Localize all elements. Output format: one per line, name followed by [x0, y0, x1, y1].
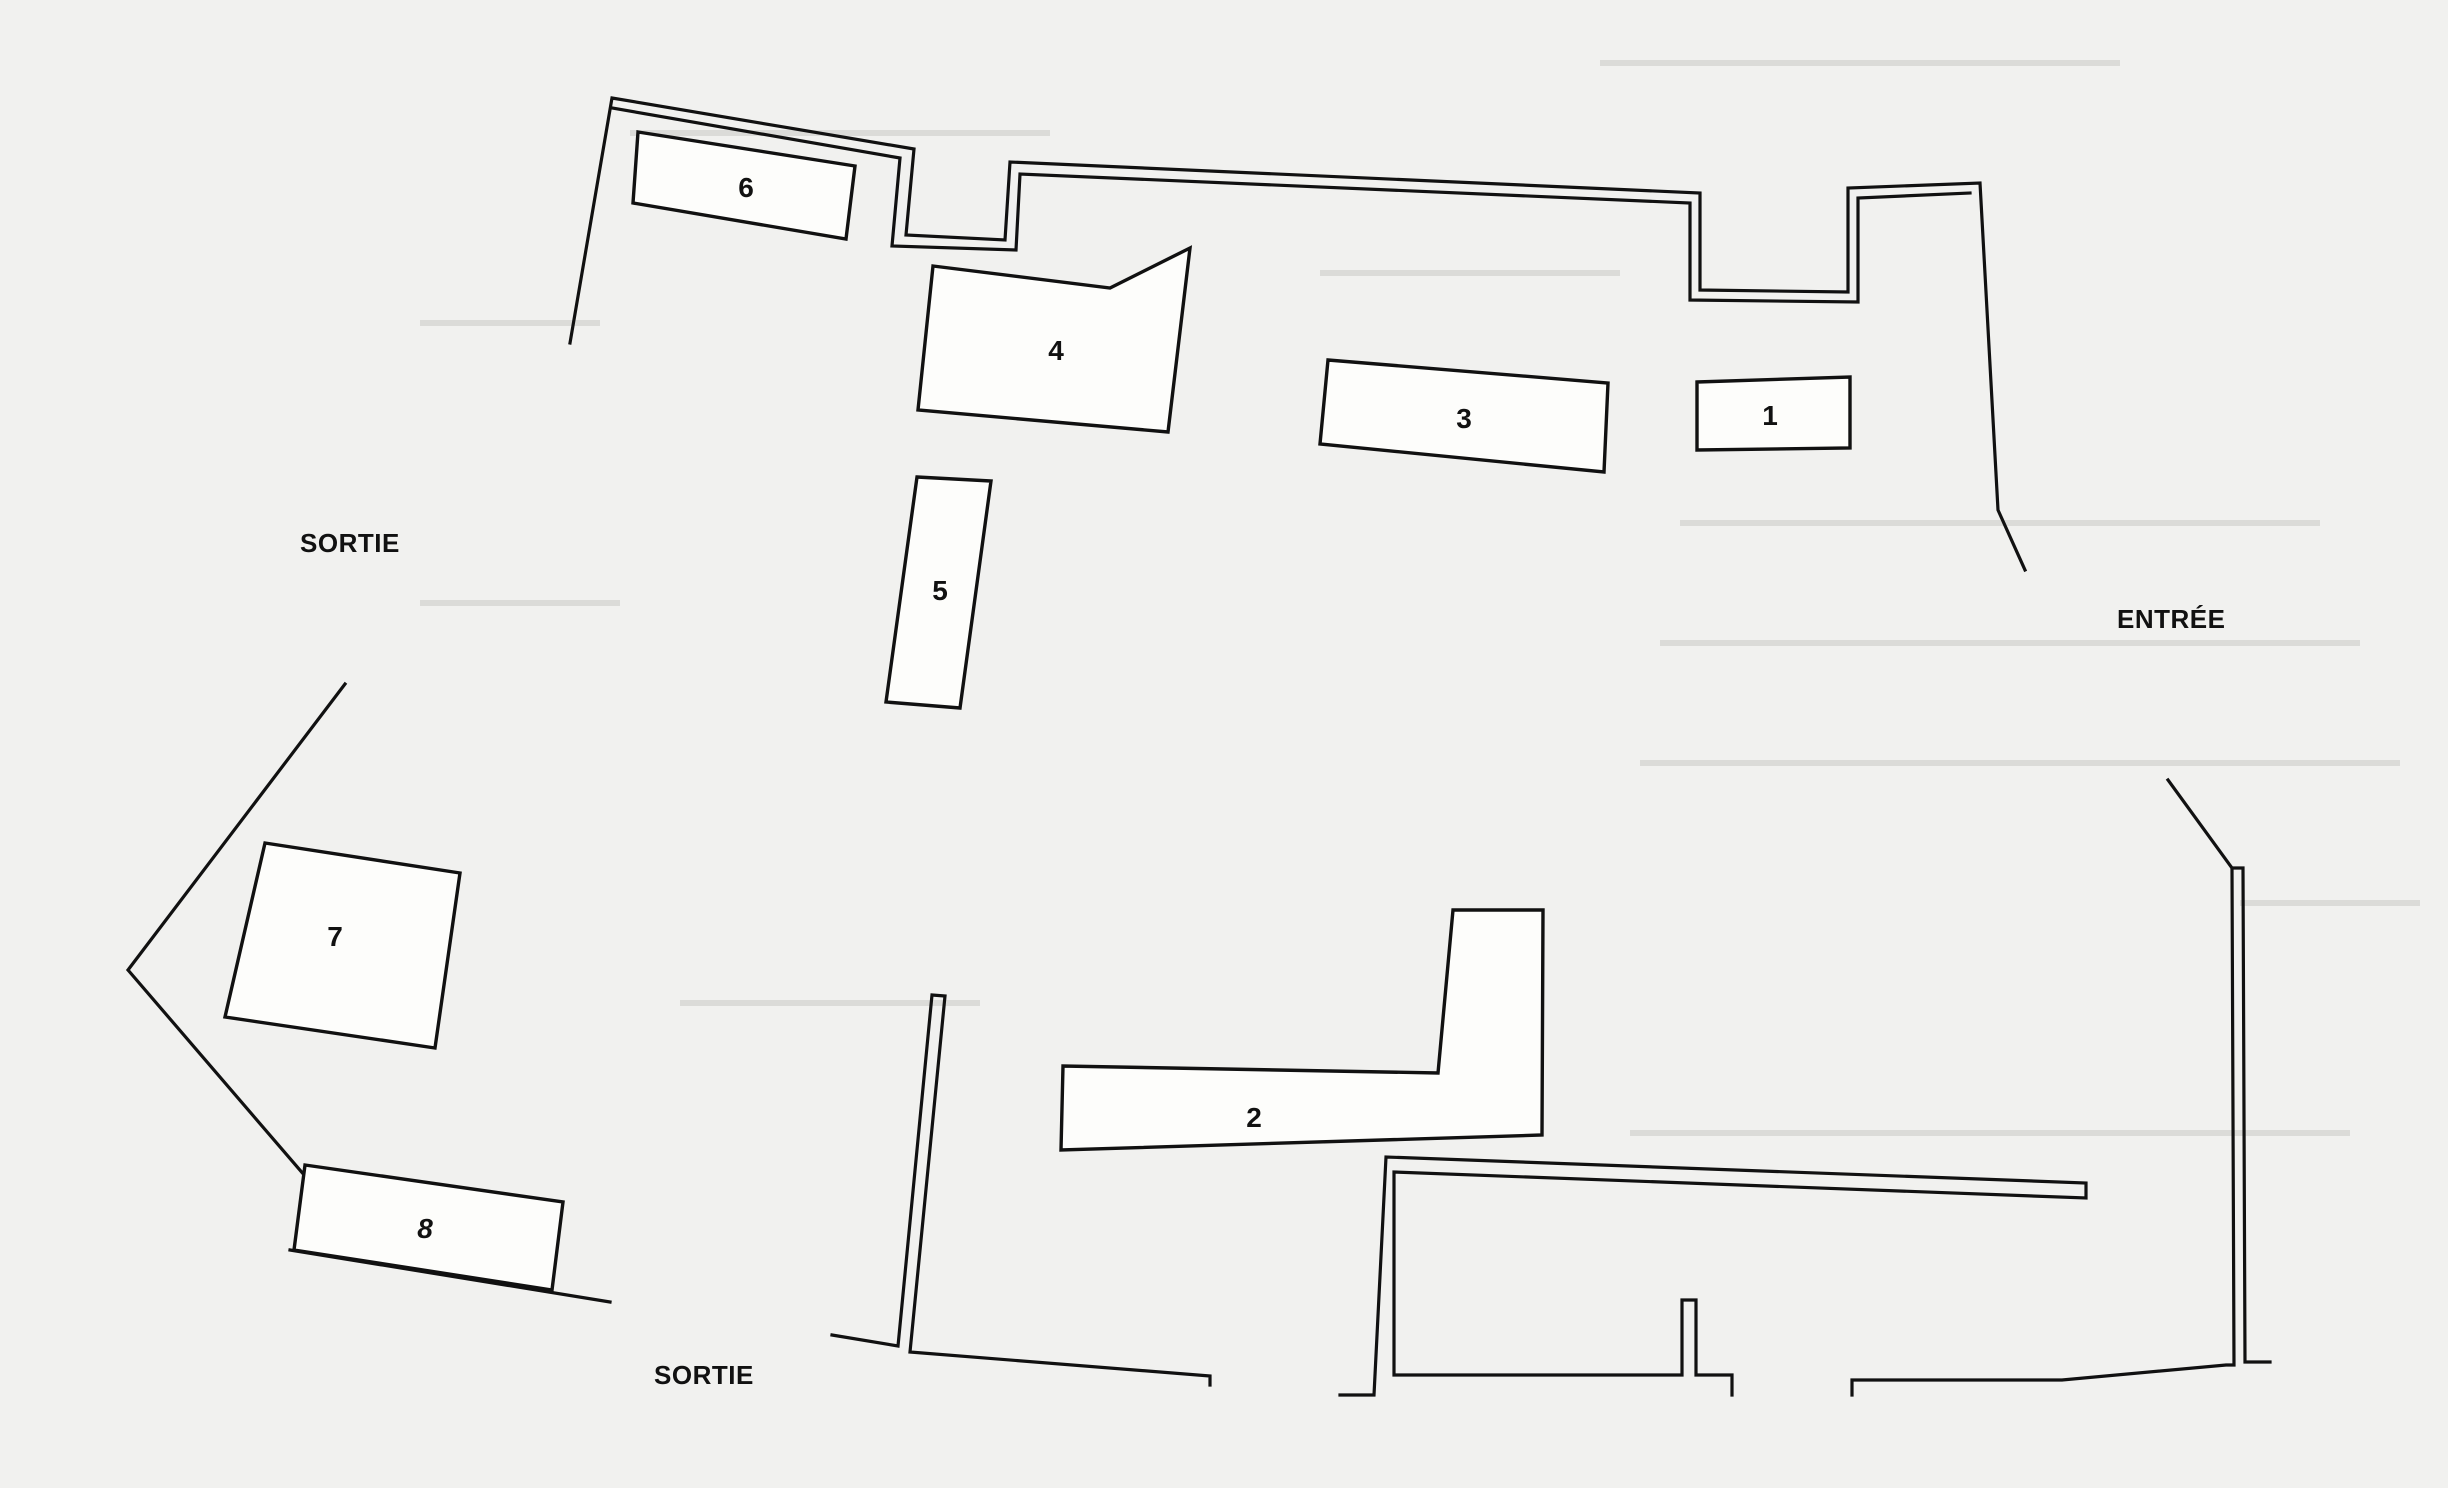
stand-number: 2 [1246, 1102, 1262, 1133]
stand-2[interactable]: 2 [1059, 908, 1545, 1152]
stand-number: 4 [1048, 335, 1064, 366]
stand-8[interactable]: 8 [292, 1163, 565, 1292]
walls [125, 96, 2272, 1397]
top-wall-outer [568, 96, 2028, 573]
stand-3[interactable]: 3 [1318, 358, 1610, 474]
entrance-label: ENTRÉE [2117, 604, 2225, 634]
top-wall-inner [610, 106, 1972, 304]
stand-number: 5 [932, 575, 948, 606]
stand-number: 3 [1456, 403, 1472, 434]
stand-1[interactable]: 1 [1695, 375, 1852, 452]
exit-label-left: SORTIE [300, 528, 400, 558]
stand-4[interactable]: 4 [916, 245, 1193, 434]
exit-label-bottom: SORTIE [654, 1360, 754, 1390]
stand-number: 8 [417, 1213, 433, 1244]
center-partition [830, 993, 1212, 1387]
right-wall-slant [2165, 777, 2235, 871]
stand-number: 6 [738, 172, 754, 203]
stand-5[interactable]: 5 [884, 475, 993, 710]
left-wall [125, 681, 348, 1179]
stand-7[interactable]: 7 [222, 841, 462, 1050]
stand-number: 1 [1762, 400, 1778, 431]
background-texture [420, 60, 2420, 1136]
stand-6[interactable]: 6 [631, 130, 857, 241]
stand-number: 7 [327, 921, 343, 952]
bottom-right-wall [1850, 866, 2272, 1397]
bottom-center-wall [1338, 1155, 2088, 1397]
